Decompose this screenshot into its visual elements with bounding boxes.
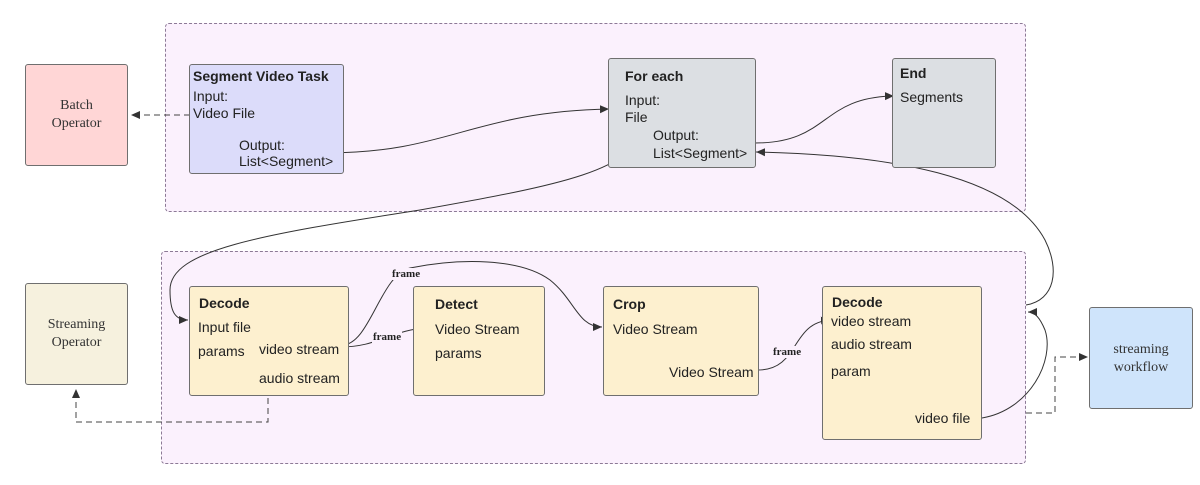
edge-decode-videofile-to-group — [981, 308, 1048, 419]
audio-stream-port: audio stream — [259, 370, 340, 386]
for-each-node[interactable]: For each Input: File Output: List<Segmen… — [608, 58, 756, 168]
edge-decode-to-crop — [341, 261, 603, 346]
video-stream-port: video stream — [831, 313, 912, 329]
input-file: Input file — [198, 319, 251, 335]
node-title: Segment Video Task — [193, 68, 329, 84]
output-label: Output: — [653, 127, 699, 143]
streaming-workflow-line1: streaming — [1113, 342, 1169, 357]
decode-node[interactable]: Decode Input file params video stream au… — [189, 286, 349, 396]
edge-foreach-to-end — [754, 92, 895, 144]
input-label: Input: — [193, 88, 229, 104]
edge-label-frame: frame — [391, 268, 422, 280]
edge-streaming-group-to-foreach — [755, 148, 1054, 306]
output-value: List<Segment> — [239, 153, 334, 169]
streaming-operator-line1: Streaming — [47, 317, 106, 332]
edge-label-frame: frame — [772, 346, 803, 358]
node-title: For each — [625, 68, 684, 84]
video-stream-out-port: Video Stream — [669, 364, 754, 380]
node-title: Detect — [435, 296, 478, 312]
edge-crop-to-decode — [757, 316, 831, 371]
decode-output-node[interactable]: Decode video stream audio stream param v… — [822, 286, 982, 440]
detect-node[interactable]: Detect Video Stream params — [413, 286, 545, 396]
batch-operator[interactable]: Batch Operator — [25, 64, 128, 166]
param: param — [831, 363, 871, 379]
input-label: Input: — [625, 92, 661, 108]
video-file-port: video file — [915, 410, 971, 426]
streaming-workflow-line2: workflow — [1113, 360, 1169, 375]
input-value: Video File — [193, 105, 256, 121]
batch-operator-line1: Batch — [60, 98, 93, 113]
output-label: Output: — [239, 137, 285, 153]
segment-video-task-node[interactable]: Segment Video Task Input: Video File Out… — [189, 64, 344, 174]
node-title: Decode — [199, 295, 250, 311]
edge-group-to-streaming-workflow — [1026, 353, 1088, 414]
crop-node[interactable]: Crop Video Stream Video Stream — [603, 286, 759, 396]
node-title: Decode — [832, 294, 883, 310]
edge-label-frame: frame — [372, 331, 403, 343]
output-value: List<Segment> — [653, 145, 748, 161]
input-value: File — [625, 109, 648, 125]
batch-operator-line2: Operator — [51, 116, 102, 131]
output-value: Segments — [900, 89, 964, 105]
edge-segment-to-foreach — [324, 105, 610, 154]
params: params — [435, 345, 482, 361]
video-stream-port: video stream — [259, 341, 340, 357]
edge-decode-to-streaming-operator — [72, 389, 269, 423]
streaming-operator[interactable]: Streaming Operator — [25, 283, 128, 385]
video-stream-port: Video Stream — [435, 321, 520, 337]
node-title: Crop — [613, 296, 646, 312]
node-title: End — [900, 65, 927, 81]
end-node[interactable]: End Segments — [892, 58, 996, 168]
params: params — [198, 343, 245, 359]
edge-foreach-to-decode — [169, 124, 641, 324]
streaming-workflow[interactable]: streaming workflow — [1089, 307, 1193, 409]
video-stream-in-port: Video Stream — [613, 321, 698, 337]
audio-stream-port: audio stream — [831, 336, 912, 352]
streaming-operator-line2: Operator — [51, 335, 102, 350]
